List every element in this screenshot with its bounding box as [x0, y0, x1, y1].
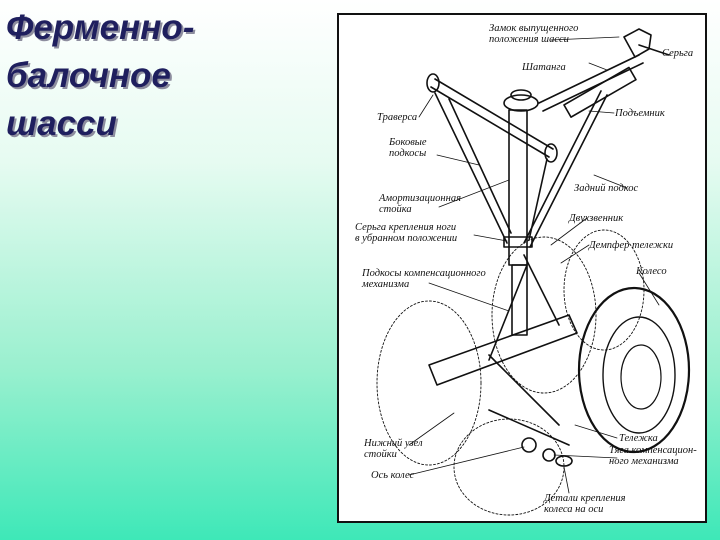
label-retracted-lug: Серьга крепления ноги в убранном положен…: [355, 222, 458, 244]
label-rod: Шатанга: [522, 62, 566, 73]
label-comp-rod: Тяга компенсацион- ного механизма: [609, 445, 697, 467]
compensation-braces: [488, 254, 560, 361]
wheel-tyre: [577, 286, 691, 454]
side-braces: [434, 92, 548, 244]
title-line-2: балочное: [6, 56, 171, 95]
label-wheel-fittings: Детали крепления колеса на оси: [544, 493, 626, 515]
label-torque-link: Двухзвенник: [569, 213, 624, 224]
title-line-1: Ферменно-: [6, 8, 195, 47]
landing-gear-diagram: Замок выпущенного положения шасси Серьга…: [337, 13, 707, 523]
label-rear-brace: Задний подкос: [574, 183, 639, 194]
leader-lines: [408, 36, 660, 494]
label-hinge-lug: Серьга: [662, 48, 694, 59]
title-line-3: шасси: [6, 104, 117, 143]
shock-strut: [503, 89, 539, 336]
label-side-braces: Боковые подкосы: [389, 137, 427, 159]
crossbeam: [426, 73, 558, 163]
label-actuator: Подъемник: [615, 108, 665, 119]
label-bogie: Тележка: [619, 433, 658, 444]
label-shock-strut: Амортизационная стойка: [379, 193, 461, 215]
bogie: [428, 314, 578, 467]
label-bogie-damper: Демпфер тележки: [589, 240, 674, 251]
landing-gear-drawing: [376, 28, 691, 516]
label-crossbeam: Траверса: [377, 112, 418, 123]
label-wheel-axle: Ось колес: [371, 470, 415, 481]
rod-actuator: [538, 28, 670, 118]
slide-title: Ферменно- балочное шасси: [6, 4, 326, 148]
label-comp-braces: Подкосы компенсационного механизма: [362, 268, 486, 290]
rear-brace: [523, 90, 608, 248]
label-lower-node: Нижний узел стойки: [364, 438, 423, 460]
label-wheel: Колесо: [636, 266, 667, 277]
label-uplock: Замок выпущенного положения шасси: [489, 23, 579, 45]
